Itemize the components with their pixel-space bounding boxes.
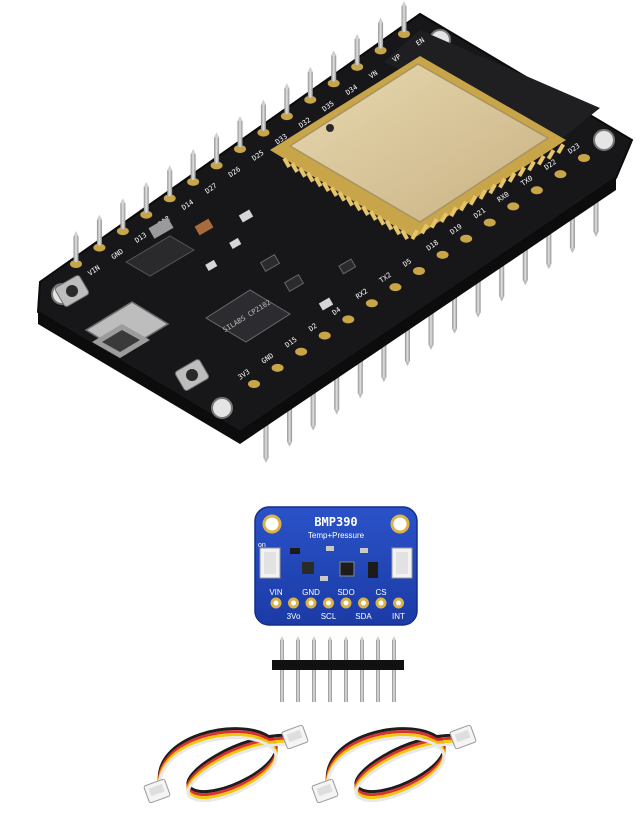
- header-pin: [257, 99, 270, 137]
- header-pin: [280, 636, 284, 702]
- header-pin: [328, 636, 332, 702]
- pin-pad: [342, 315, 355, 324]
- right-pin-labels: 3V3GNDD15D2D4RX2TX2D5D18D19D21RX0TX0D22D…: [237, 142, 582, 382]
- pin-pad: [413, 267, 425, 275]
- pin-label: SCL: [321, 612, 337, 621]
- pin-pad: [554, 170, 567, 179]
- power-led-label: on: [258, 542, 266, 549]
- shield-dot: [326, 124, 334, 132]
- stemma-qt-connector-right[interactable]: [391, 547, 413, 579]
- pin-pad: [507, 202, 520, 211]
- header-pin: [234, 116, 246, 153]
- pin-pad: [248, 380, 260, 388]
- header-pin: [398, 1, 410, 38]
- jst-sh-cable: [143, 724, 309, 804]
- esp32-rf-shield: [288, 63, 550, 223]
- pin-pad: [389, 283, 402, 292]
- micro-usb-port[interactable]: [84, 301, 170, 358]
- pin-pad: [436, 250, 449, 259]
- pin-label: SDA: [355, 612, 372, 621]
- boot-button[interactable]: [54, 274, 90, 307]
- pin-label: 3Vo: [287, 612, 301, 621]
- esp32-upper-pin-row: [70, 1, 410, 268]
- pin-pad: [318, 331, 331, 340]
- pin-label: D4: [331, 306, 343, 317]
- pin-label: SDO: [337, 588, 354, 597]
- pin-pad: [295, 347, 308, 356]
- pin-label: CS: [375, 588, 386, 597]
- stemma-qt-connector-left[interactable]: [259, 547, 281, 579]
- header-pin: [280, 83, 293, 121]
- pin-label: VN: [368, 69, 380, 80]
- bmp390-breakout-board: BMP390 Temp+Pressure on VIN GND SDO CS 3Vo S…: [254, 506, 418, 626]
- stemma-qt-cables: [143, 724, 477, 804]
- bmp390-components: [290, 546, 378, 581]
- header-pin: [344, 636, 348, 702]
- header-pin: [140, 181, 153, 219]
- header-pin: [351, 33, 364, 71]
- header-pin: [70, 231, 82, 268]
- pin-label: VP: [391, 53, 403, 64]
- esp32-devkit-board: VINGNDD13D12D14D27D26D25D33D32D35D34VNVP…: [36, 1, 634, 463]
- pin-pad: [578, 154, 590, 162]
- bmp390-pin-pads: [270, 597, 404, 609]
- en-reset-button[interactable]: [174, 358, 210, 391]
- pin-pad: [271, 363, 284, 372]
- smd-components: [194, 209, 357, 311]
- pin-label: D5: [402, 257, 414, 268]
- header-pin: [93, 214, 106, 252]
- header-pin: [163, 165, 176, 203]
- pin-label: INT: [392, 612, 405, 621]
- header-pin: [392, 636, 396, 702]
- module-castellations: [282, 143, 565, 241]
- header-pin: [116, 198, 129, 236]
- pin-label: EN: [415, 36, 427, 47]
- pin-pad: [530, 186, 543, 195]
- esp32-antenna-area: [384, 30, 600, 140]
- pin-pad: [365, 299, 378, 308]
- jst-sh-cable: [311, 724, 477, 804]
- cp2102-chip: SILABS CP2102: [205, 289, 291, 343]
- header-pin: [312, 636, 316, 702]
- header-pin: [210, 132, 223, 170]
- voltage-regulator: [125, 217, 195, 277]
- header-pin: [376, 636, 380, 702]
- bmp390-title: BMP390: [314, 515, 357, 529]
- header-plastic-strip: [272, 660, 404, 670]
- pin-label: GND: [302, 588, 320, 597]
- header-pin: [187, 148, 200, 186]
- bmp390-bottom-pin-labels: 3Vo SCL SDA INT: [287, 612, 405, 621]
- header-pin: [360, 636, 364, 702]
- header-pin: [304, 66, 317, 104]
- header-pin: [327, 50, 340, 88]
- male-pin-header: [272, 636, 404, 702]
- bmp390-top-pin-labels: VIN GND SDO CS: [269, 588, 386, 597]
- pin-pad: [460, 234, 473, 243]
- bmp390-pcb: [254, 506, 418, 626]
- header-pin: [374, 17, 387, 55]
- header-pin: [296, 636, 300, 702]
- pin-label: D2: [307, 322, 319, 333]
- pin-label: VIN: [269, 588, 283, 597]
- bmp390-subtitle: Temp+Pressure: [308, 531, 365, 540]
- pin-pad: [483, 218, 496, 227]
